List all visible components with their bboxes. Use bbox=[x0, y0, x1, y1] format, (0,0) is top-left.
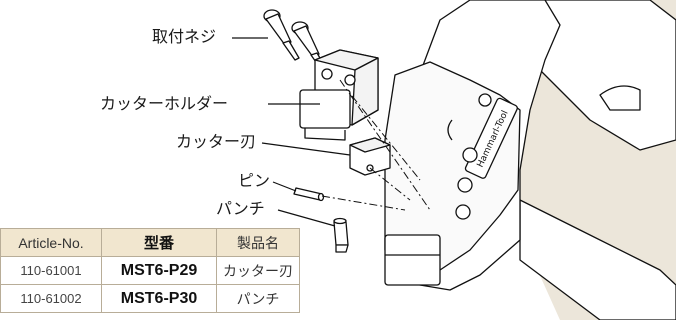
leader-punch bbox=[277, 209, 336, 227]
tool-screw bbox=[455, 204, 471, 220]
tool-handle-lower bbox=[519, 199, 676, 320]
header-article: Article-No. bbox=[0, 228, 102, 257]
cell-model: MST6-P30 bbox=[101, 284, 217, 313]
label-mounting-screw: 取付ネジ bbox=[152, 27, 217, 46]
tool-screw bbox=[457, 177, 473, 193]
cutter-blade-part bbox=[349, 137, 391, 176]
tool-grip bbox=[599, 85, 641, 111]
table-row: 110-61001 MST6-P29 カッター刃 bbox=[0, 256, 300, 285]
tool-screw bbox=[462, 147, 478, 163]
label-cutter-blade: カッター刃 bbox=[176, 132, 257, 151]
tool-screw bbox=[478, 93, 492, 107]
cell-product-name: カッター刃 bbox=[216, 256, 300, 285]
table-row: 110-61002 MST6-P30 パンチ bbox=[0, 284, 300, 313]
cell-article: 110-61001 bbox=[0, 256, 102, 285]
parts-table: Article-No. 型番 製品名 110-61001 MST6-P29 カッ… bbox=[0, 228, 300, 313]
header-model: 型番 bbox=[101, 228, 217, 257]
cell-model: MST6-P29 bbox=[101, 256, 217, 285]
pin-part bbox=[293, 187, 325, 202]
cutter-holder-part bbox=[299, 49, 379, 141]
label-punch: パンチ bbox=[216, 199, 265, 218]
tool-jaw-bottom bbox=[384, 234, 441, 286]
label-pin: ピン bbox=[238, 171, 271, 190]
label-cutter-holder: カッターホルダー bbox=[100, 94, 229, 113]
table-header-row: Article-No. 型番 製品名 bbox=[0, 228, 300, 257]
cell-article: 110-61002 bbox=[0, 284, 102, 313]
brand-plate bbox=[464, 97, 518, 179]
cell-product-name: パンチ bbox=[216, 284, 300, 313]
punch-part bbox=[333, 217, 349, 253]
mounting-screw-1 bbox=[263, 9, 300, 61]
leader-blade bbox=[261, 142, 351, 156]
header-product-name: 製品名 bbox=[216, 228, 300, 257]
leader-pin bbox=[272, 181, 297, 192]
